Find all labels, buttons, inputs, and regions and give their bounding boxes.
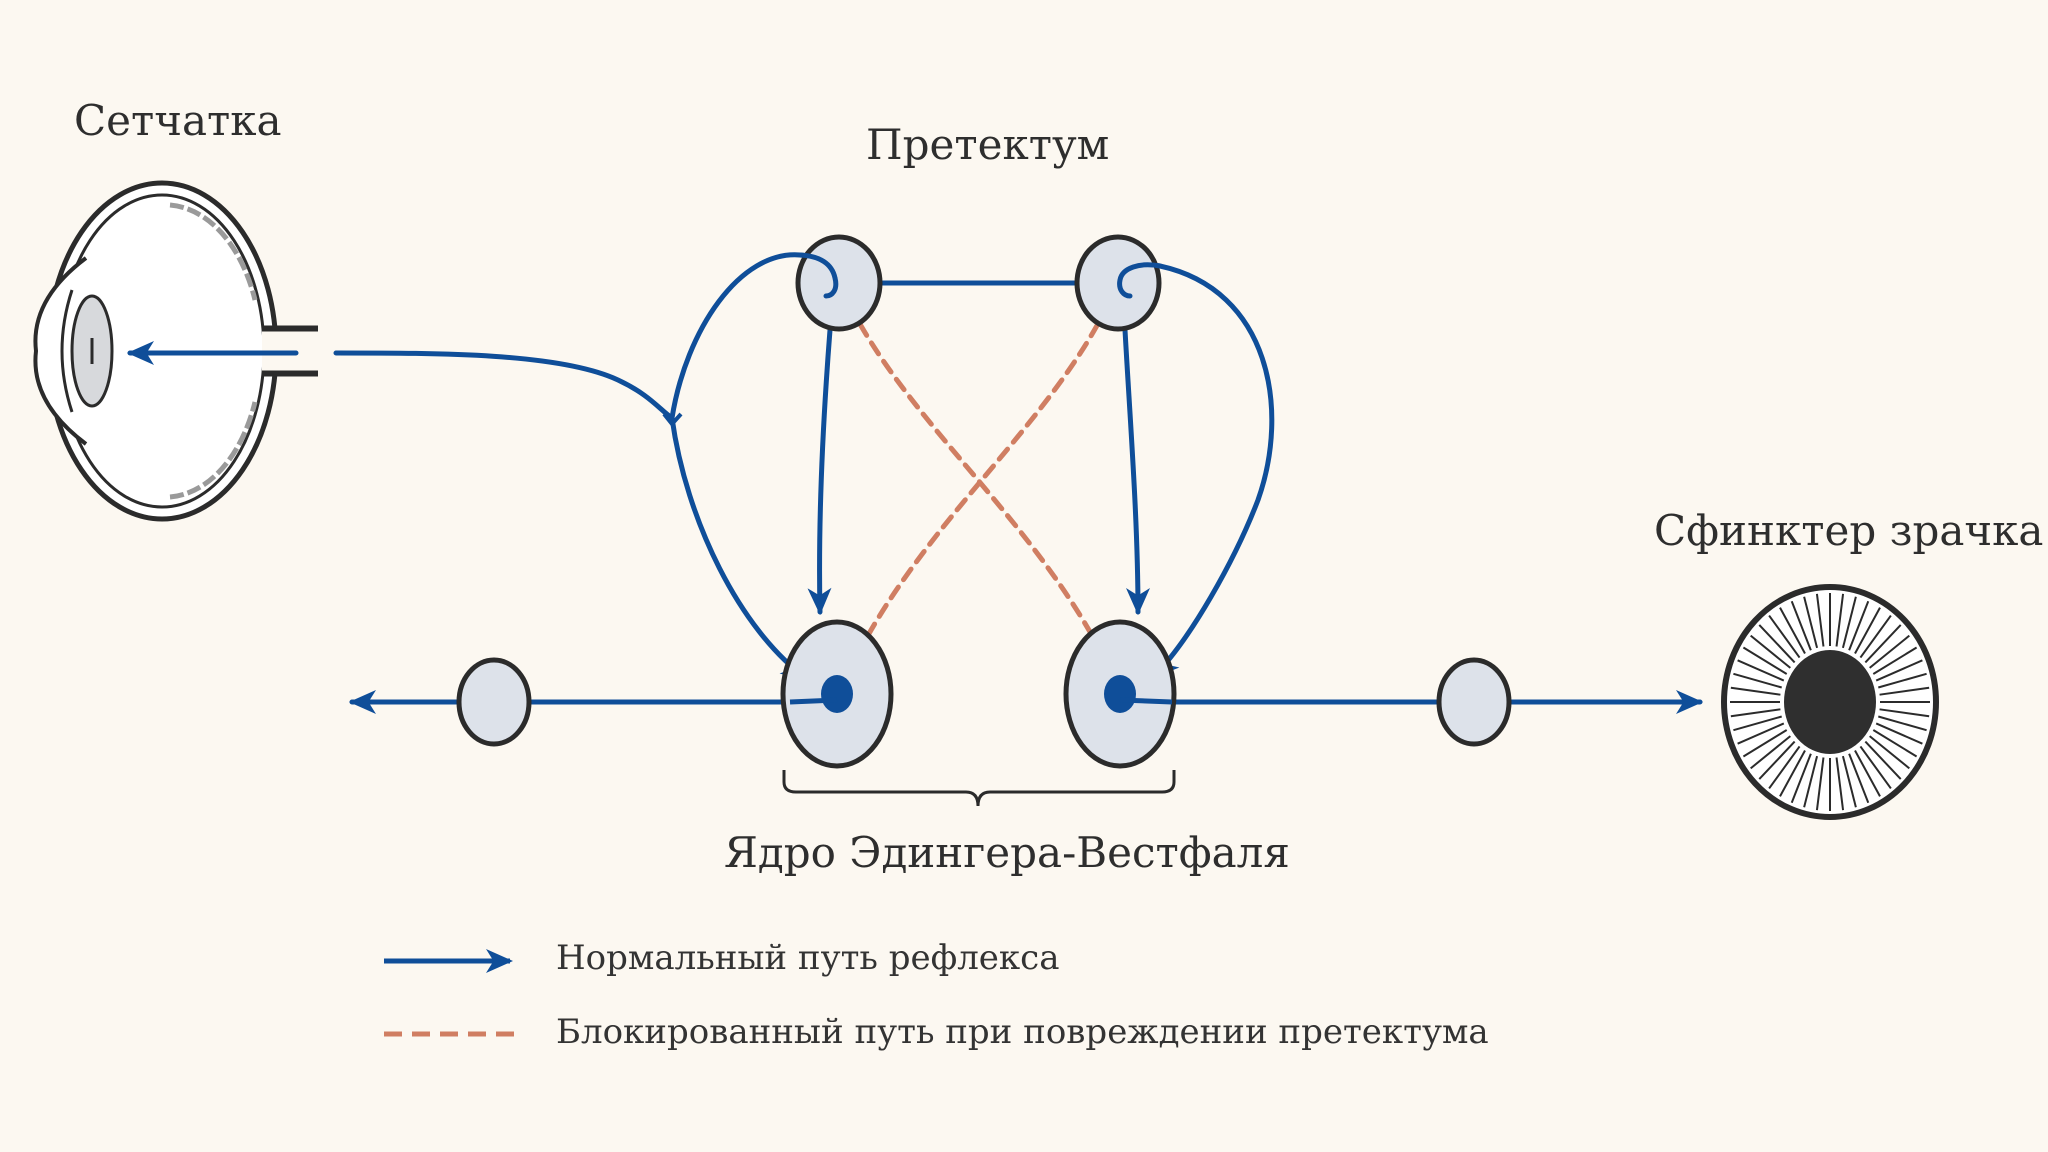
ciliary-ganglion-left bbox=[456, 657, 532, 747]
pretectum-label: Претектум bbox=[866, 120, 1110, 169]
ciliary-ganglion-right bbox=[1436, 657, 1512, 747]
left-pretectum-to-left-ew bbox=[807, 327, 833, 615]
pretectal-node-left bbox=[795, 234, 883, 332]
pupil-sphincter-icon bbox=[1721, 584, 1939, 820]
blocked-left-pretectum-to-right-ew bbox=[837, 282, 1115, 677]
legend-normal-label: Нормальный путь рефлекса bbox=[556, 938, 1060, 978]
branch-to-left-ew bbox=[669, 415, 809, 681]
ew-nucleus-left-dot bbox=[821, 675, 853, 713]
retina-label: Сетчатка bbox=[74, 96, 282, 145]
ew-nucleus-right bbox=[1063, 619, 1177, 769]
optic-input-path bbox=[333, 350, 675, 421]
ew-brace bbox=[782, 770, 1176, 807]
blocked-pathways bbox=[837, 282, 1120, 677]
ew-nucleus-right-dot bbox=[1104, 675, 1136, 713]
normal-pathways bbox=[127, 252, 1703, 714]
legend-blocked-label: Блокированный путь при повреждении прете… bbox=[556, 1012, 1489, 1052]
blocked-right-pretectum-to-left-ew bbox=[845, 282, 1120, 677]
right-pretectum-to-right-ew bbox=[1122, 327, 1150, 615]
ew-nucleus-label: Ядро Эдингера-Вестфаля bbox=[724, 828, 1290, 877]
right-pretectum-arc bbox=[1117, 262, 1275, 679]
ew-nucleus-left bbox=[780, 619, 894, 769]
sphincter-label: Сфинктер зрачка bbox=[1654, 506, 2044, 555]
